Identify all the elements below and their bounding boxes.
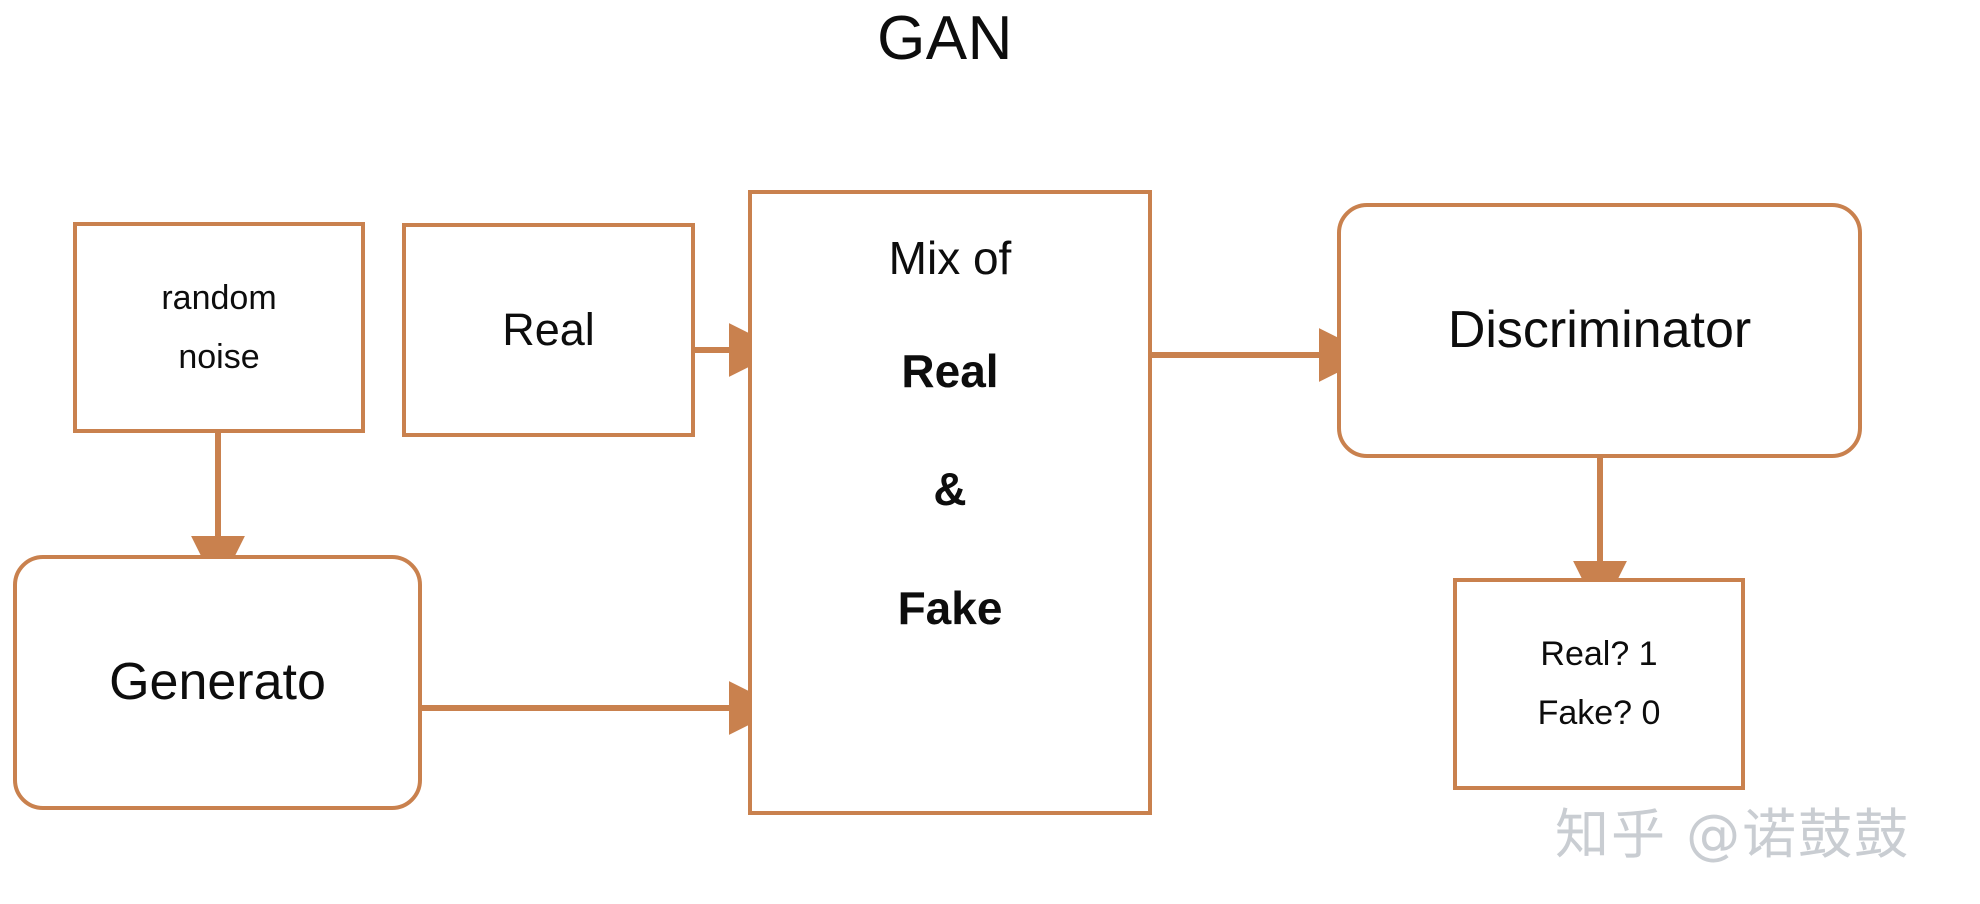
node-real[interactable]: Real <box>402 223 695 437</box>
node-mix-line-3: & <box>933 463 967 516</box>
node-mix-line-2: Real <box>901 344 999 397</box>
node-mix-line-1: Mix of <box>888 232 1012 284</box>
node-random-noise-line-1: random <box>161 278 277 317</box>
node-generator-label: Generato <box>109 653 326 712</box>
node-output-line-2: Fake? 0 <box>1537 694 1661 732</box>
page-title: GAN <box>877 4 1013 73</box>
node-random-noise-line-2: noise <box>178 337 260 376</box>
node-output-labels[interactable]: Real? 1 Fake? 0 <box>1453 578 1745 790</box>
node-mix-line-4: Fake <box>897 582 1003 635</box>
node-output-line-1: Real? 1 <box>1540 635 1658 674</box>
node-generator[interactable]: Generato <box>13 555 422 810</box>
node-mix-of-real-and-fake[interactable]: Mix of Real & Fake <box>748 190 1152 815</box>
node-discriminator[interactable]: Discriminator <box>1337 203 1862 458</box>
node-random-noise[interactable]: random noise <box>73 222 365 433</box>
node-discriminator-label: Discriminator <box>1447 301 1752 360</box>
node-real-label: Real <box>502 304 595 356</box>
watermark: 知乎 @诺鼓鼓 <box>1555 803 1911 866</box>
